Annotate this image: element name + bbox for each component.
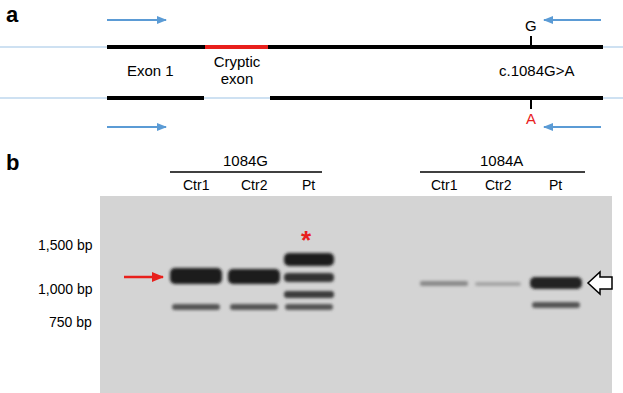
- gel-band: [530, 277, 582, 289]
- group-label: 1084A: [480, 152, 523, 169]
- gel-band: [284, 273, 334, 282]
- allele-primer-arrow: [544, 19, 601, 21]
- open-arrow: [588, 272, 612, 294]
- exon-segment: [268, 45, 603, 49]
- intron-line: [0, 46, 623, 47]
- forward-primer-arrow: [107, 126, 166, 128]
- gel-band: [285, 304, 333, 310]
- panel-letter: b: [6, 150, 19, 175]
- exon-label: Cryptic exon: [205, 53, 269, 88]
- gel-band: [172, 304, 220, 310]
- variant-tick: [530, 36, 532, 47]
- allele-letter: G: [525, 17, 537, 34]
- transcript-normal: [0, 98, 623, 127]
- variant-tick: [530, 98, 532, 109]
- group-label: 1084G: [223, 152, 268, 169]
- gel-band: [475, 282, 521, 286]
- lane-label: Ctr1: [431, 177, 457, 193]
- gel-band: [284, 291, 334, 298]
- lane-label: Ctr2: [485, 177, 511, 193]
- forward-primer-arrow: [107, 19, 166, 21]
- allele-primer-arrow: [544, 126, 601, 128]
- exon-segment: [270, 96, 603, 100]
- red-arrow: [124, 276, 163, 279]
- group-underline: [170, 171, 322, 173]
- size-marker-label: 750 bp: [49, 314, 92, 330]
- lane-label: Pt: [549, 177, 562, 193]
- gel-band: [230, 304, 278, 310]
- asterisk-marker: *: [301, 226, 311, 256]
- exon-segment: [107, 45, 205, 49]
- gel-background: [100, 196, 612, 393]
- group-underline: [420, 171, 585, 173]
- allele-letter: A: [526, 110, 536, 127]
- intron-line: [0, 97, 623, 98]
- variant-label: c.1084G>A: [499, 62, 574, 79]
- lane-label: Pt: [302, 177, 315, 193]
- panel-letter: a: [6, 2, 18, 27]
- size-marker-label: 1,500 bp: [38, 237, 93, 253]
- gel-band: [228, 269, 280, 284]
- lane-label: Ctr1: [183, 177, 209, 193]
- gel-band: [170, 268, 222, 284]
- size-marker-label: 1,000 bp: [38, 281, 93, 297]
- cryptic-exon-segment: [205, 45, 268, 49]
- gel-bands: [170, 253, 582, 310]
- lane-label: Ctr2: [241, 177, 267, 193]
- gel-band: [532, 302, 580, 308]
- exon-label: Exon 1: [127, 62, 174, 79]
- gel-band: [420, 281, 468, 286]
- exon-segment: [107, 96, 204, 100]
